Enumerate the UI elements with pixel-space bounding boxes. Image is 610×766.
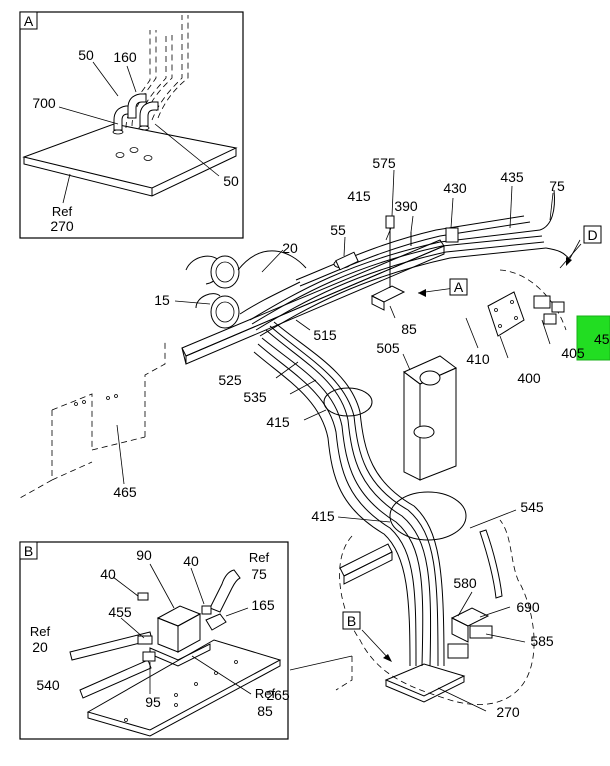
ref-label-85: Ref [255, 686, 276, 701]
callout-700: 700 [32, 95, 56, 111]
callout-15: 15 [154, 292, 170, 308]
callout-270: 270 [496, 704, 520, 720]
callout-85: 85 [401, 321, 417, 337]
ref-75-value: 75 [251, 566, 267, 582]
callout-45-highlight [576, 315, 610, 361]
callout-20: 20 [282, 240, 298, 256]
detail-a-reference-tag: A [454, 279, 464, 295]
callout-415-lower: 415 [311, 508, 335, 524]
detail-b-reference-tag: B [347, 613, 356, 629]
callout-390: 390 [394, 198, 418, 214]
main-assembly: A D B 45 575 415 390 430 435 75 55 20 15… [19, 155, 610, 720]
ref-label-20: Ref [30, 624, 51, 639]
callout-50-upper: 50 [78, 47, 94, 63]
callout-515: 515 [313, 327, 337, 343]
callout-465: 465 [113, 484, 137, 500]
callout-165: 165 [251, 597, 275, 613]
callout-575: 575 [372, 155, 396, 171]
ref-85-value: 85 [257, 703, 273, 719]
callout-455: 455 [108, 604, 132, 620]
callout-540: 540 [36, 677, 60, 693]
callout-690: 690 [516, 599, 540, 615]
callout-410: 410 [466, 351, 490, 367]
ref-label-75: Ref [249, 550, 270, 565]
callout-75: 75 [549, 178, 565, 194]
callout-580: 580 [453, 575, 477, 591]
callout-405: 405 [561, 345, 585, 361]
callout-160: 160 [113, 49, 137, 65]
callout-545: 545 [520, 499, 544, 515]
callout-90: 90 [136, 547, 152, 563]
callout-265: 265 [266, 687, 290, 703]
callout-95: 95 [145, 694, 161, 710]
callout-585: 585 [530, 633, 554, 649]
detail-b-tag: B [24, 543, 33, 559]
callout-400: 400 [517, 370, 541, 386]
detail-a-tag: A [24, 13, 34, 29]
callout-435: 435 [500, 169, 524, 185]
callout-50-lower: 50 [223, 173, 239, 189]
callout-535: 535 [243, 389, 267, 405]
callout-40-left: 40 [100, 566, 116, 582]
callout-525: 525 [218, 372, 242, 388]
callout-55: 55 [330, 222, 346, 238]
callout-415-mid: 415 [266, 414, 290, 430]
detail-b-inset: B 90 40 Ref 75 40 165 [19, 541, 289, 740]
ref-label-270: Ref [52, 204, 73, 219]
callout-45: 45 [594, 331, 610, 347]
detail-a-inset: A 50 160 700 50 Ref 270 [19, 11, 244, 239]
ref-270-value: 270 [50, 218, 74, 234]
callout-40-right: 40 [183, 553, 199, 569]
detail-d-reference-tag: D [587, 227, 597, 243]
ref-20-value: 20 [32, 639, 48, 655]
callout-415-top: 415 [347, 188, 371, 204]
callout-430: 430 [443, 180, 467, 196]
callout-505: 505 [376, 340, 400, 356]
